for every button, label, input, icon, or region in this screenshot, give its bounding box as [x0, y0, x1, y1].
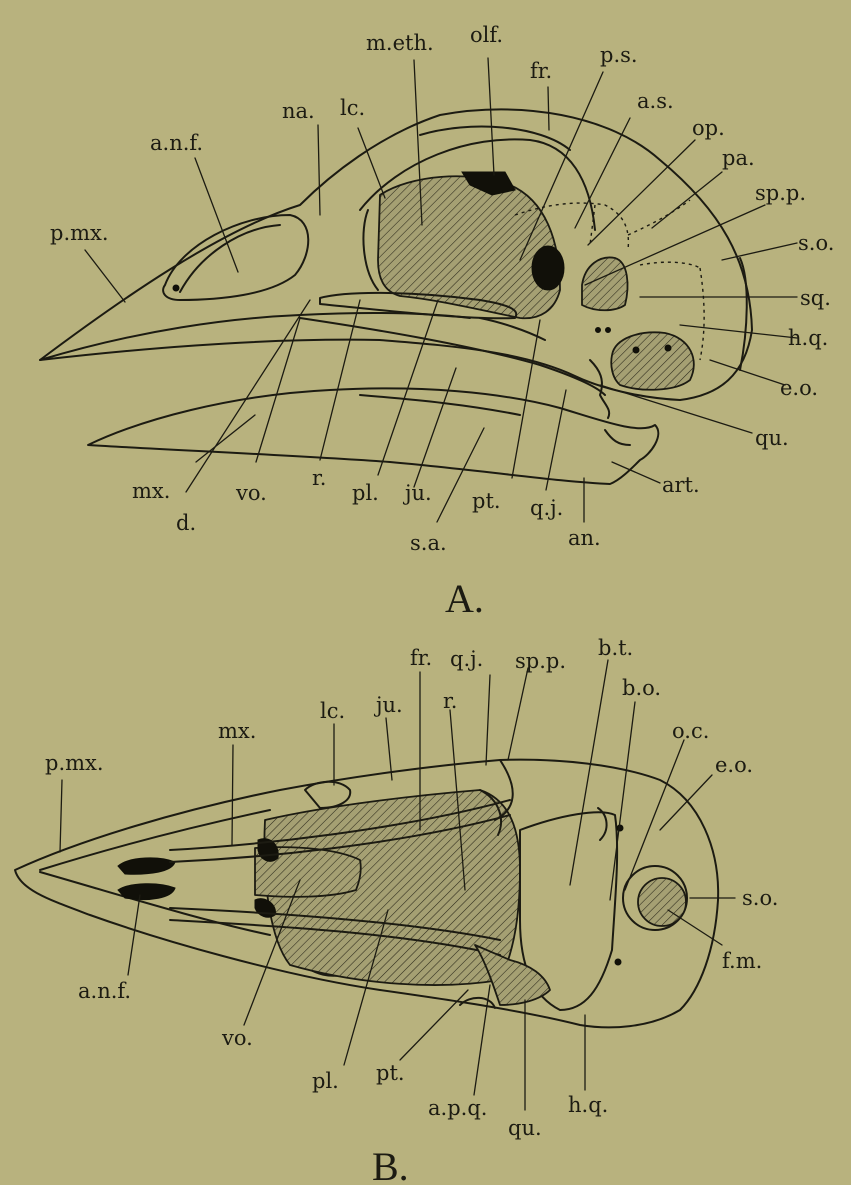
fig-a-label-pa: pa. — [722, 146, 755, 170]
fig-a-label-d: d. — [176, 511, 196, 535]
fig-b-label-h-q: h.q. — [568, 1093, 608, 1117]
fig-b-label-e-o: e.o. — [715, 753, 753, 777]
fig-b-label-pl: pl. — [312, 1069, 339, 1093]
fig-a-label-h-q: h.q. — [788, 326, 828, 350]
figure-a-lateral-skull: p.mx. a.n.f. na. lc. m.eth. olf. fr. p.s… — [40, 23, 834, 621]
fig-a-label-mx: mx. — [132, 479, 170, 503]
fig-a-label-lc: lc. — [340, 96, 365, 120]
figure-a-caption: A. — [445, 576, 484, 621]
fig-a-label-fr: fr. — [530, 59, 552, 83]
fig-b-label-q-j: q.j. — [450, 647, 483, 671]
fig-a-label-ju: ju. — [402, 481, 432, 505]
fig-b-label-a-n-f: a.n.f. — [78, 979, 131, 1003]
fig-a-label-na: na. — [282, 99, 315, 123]
fig-a-label-pt: pt. — [472, 489, 501, 513]
fig-b-label-fr: fr. — [410, 646, 432, 670]
fig-a-label-q-j: q.j. — [530, 496, 563, 520]
fig-a-label-m-eth: m.eth. — [366, 31, 434, 55]
fig-b-label-r: r. — [443, 689, 457, 713]
fig-a-label-qu: qu. — [755, 426, 789, 450]
fig-b-label-mx: mx. — [218, 719, 256, 743]
fig-a-label-e-o: e.o. — [780, 376, 818, 400]
fig-a-label-olf: olf. — [470, 23, 503, 47]
fig-b-label-pt: pt. — [376, 1061, 405, 1085]
fig-a-label-sq: sq. — [800, 286, 831, 310]
fig-b-label-qu: qu. — [508, 1116, 542, 1140]
fig-b-label-a-p-q: a.p.q. — [428, 1096, 487, 1120]
fig-b-label-lc: lc. — [320, 699, 345, 723]
fig-a-label-s-a: s.a. — [410, 531, 447, 555]
fig-a-label-s-o: s.o. — [798, 231, 834, 255]
fig-a-label-r: r. — [312, 466, 326, 490]
fig-b-label-b-o: b.o. — [622, 676, 661, 700]
fig-a-label-vo: vo. — [235, 481, 267, 505]
fig-b-label-f-m: f.m. — [722, 949, 762, 973]
fig-b-label-o-c: o.c. — [672, 719, 709, 743]
fig-b-label-sp-p: sp.p. — [515, 649, 566, 673]
fig-a-label-pl: pl. — [352, 481, 379, 505]
fig-a-label-a-s: a.s. — [637, 89, 674, 113]
figure-b-caption: B. — [372, 1144, 409, 1185]
figure-b-ventral-skull: p.mx. mx. lc. ju. fr. q.j. sp.p. r. b.t.… — [15, 636, 778, 1185]
fig-b-label-ju: ju. — [373, 693, 403, 717]
fig-a-label-art: art. — [662, 473, 700, 497]
fig-a-label-p-s: p.s. — [600, 43, 638, 67]
fig-a-label-a-n-f: a.n.f. — [150, 131, 203, 155]
fig-a-label-an: an. — [568, 526, 601, 550]
fig-b-label-vo: vo. — [221, 1026, 253, 1050]
fig-a-label-p-mx: p.mx. — [50, 221, 109, 245]
fig-b-label-s-o: s.o. — [742, 886, 778, 910]
fig-a-label-op: op. — [692, 116, 725, 140]
fig-b-label-b-t: b.t. — [598, 636, 633, 660]
fig-b-label-p-mx: p.mx. — [45, 751, 104, 775]
fig-a-label-sp-p: sp.p. — [755, 181, 806, 205]
